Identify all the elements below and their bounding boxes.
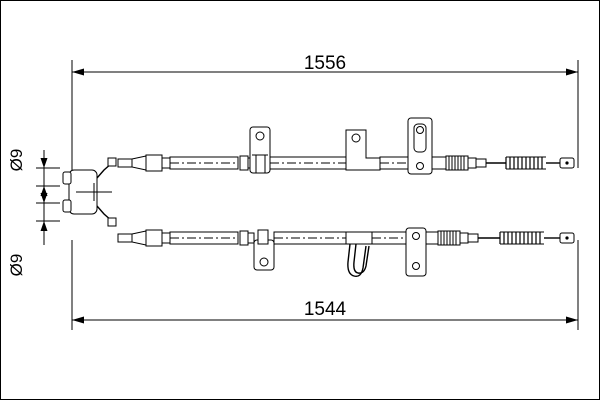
lower-cable-assembly bbox=[117, 227, 575, 278]
cable-junction-block bbox=[62, 157, 117, 227]
upper-diameter-label: Ø9 bbox=[7, 149, 26, 172]
upper-cable-assembly bbox=[117, 117, 575, 175]
lower-dimension-group bbox=[71, 240, 579, 330]
lower-diameter-dimension-group bbox=[36, 190, 60, 245]
upper-dimension-group bbox=[71, 60, 579, 185]
lower-length-dimension-label: 1544 bbox=[304, 299, 347, 320]
lower-diameter-label: Ø9 bbox=[7, 254, 26, 277]
upper-length-dimension-label: 1556 bbox=[304, 53, 346, 74]
upper-diameter-dimension-group bbox=[36, 150, 60, 204]
